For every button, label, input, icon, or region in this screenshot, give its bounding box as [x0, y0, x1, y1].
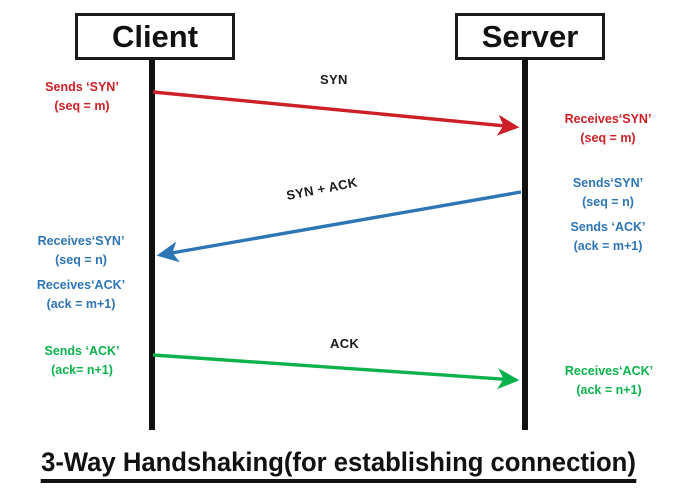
note-client-sends-ack-line1: Sends ‘ACK’ — [44, 344, 120, 358]
note-server-receives-syn-line2: (seq = m) — [580, 130, 636, 145]
note-client-receives-ack-line1: Receives‘ACK’ — [36, 278, 126, 292]
note-server-sends-syn-line1: Sends‘SYN’ — [572, 176, 644, 190]
note-client-receives-syn-line2: (seq = n) — [55, 252, 107, 267]
server-lifeline — [522, 60, 528, 430]
note-client-sends-ack: Sends ‘ACK’ (ack= n+1) — [22, 342, 142, 380]
note-client-sends-ack-line2: (ack= n+1) — [51, 362, 113, 377]
client-node-label: Client — [111, 19, 199, 54]
note-client-sends-syn-line1: Sends ‘SYN’ — [45, 80, 119, 94]
note-server-sends-ack-line2: (ack = m+1) — [573, 238, 643, 253]
note-server-sends-ack-line1: Sends ‘ACK’ — [570, 220, 646, 234]
note-client-sends-syn: Sends ‘SYN’ (seq = m) — [22, 78, 142, 116]
note-client-receives-syn: Receives‘SYN’ (seq = n) — [18, 232, 144, 270]
diagram-caption: 3-Way Handshaking(for establishing conne… — [17, 447, 660, 483]
note-server-receives-ack-line1: Receives‘ACK’ — [564, 364, 654, 378]
arrow-syn — [152, 90, 520, 136]
note-client-receives-ack-line2: (ack = m+1) — [46, 296, 116, 311]
client-lifeline — [149, 60, 155, 430]
arrow-label-ack: ACK — [330, 336, 360, 351]
diagram-caption-text: 3-Way Handshaking(for establishing conne… — [41, 447, 636, 483]
note-client-sends-syn-line2: (seq = m) — [54, 98, 110, 113]
arrow-syn-ack — [156, 190, 522, 263]
note-server-receives-syn: Receives‘SYN’ (seq = m) — [548, 110, 668, 148]
note-server-sends-syn: Sends‘SYN’ (seq = n) — [548, 174, 668, 212]
note-server-receives-ack-line2: (ack = n+1) — [576, 382, 642, 397]
note-server-receives-syn-line1: Receives‘SYN’ — [564, 112, 652, 126]
client-node-box: Client — [75, 13, 235, 60]
note-server-sends-ack: Sends ‘ACK’ (ack = m+1) — [548, 218, 668, 256]
note-client-receives-syn-line1: Receives‘SYN’ — [37, 234, 125, 248]
arrow-ack — [152, 353, 520, 390]
arrow-label-syn: SYN — [320, 72, 348, 87]
server-node-box: Server — [455, 13, 605, 60]
note-server-sends-syn-line2: (seq = n) — [582, 194, 634, 209]
server-node-label: Server — [481, 19, 579, 54]
note-server-receives-ack: Receives‘ACK’ (ack = n+1) — [548, 362, 670, 400]
note-client-receives-ack: Receives‘ACK’ (ack = m+1) — [18, 276, 144, 314]
